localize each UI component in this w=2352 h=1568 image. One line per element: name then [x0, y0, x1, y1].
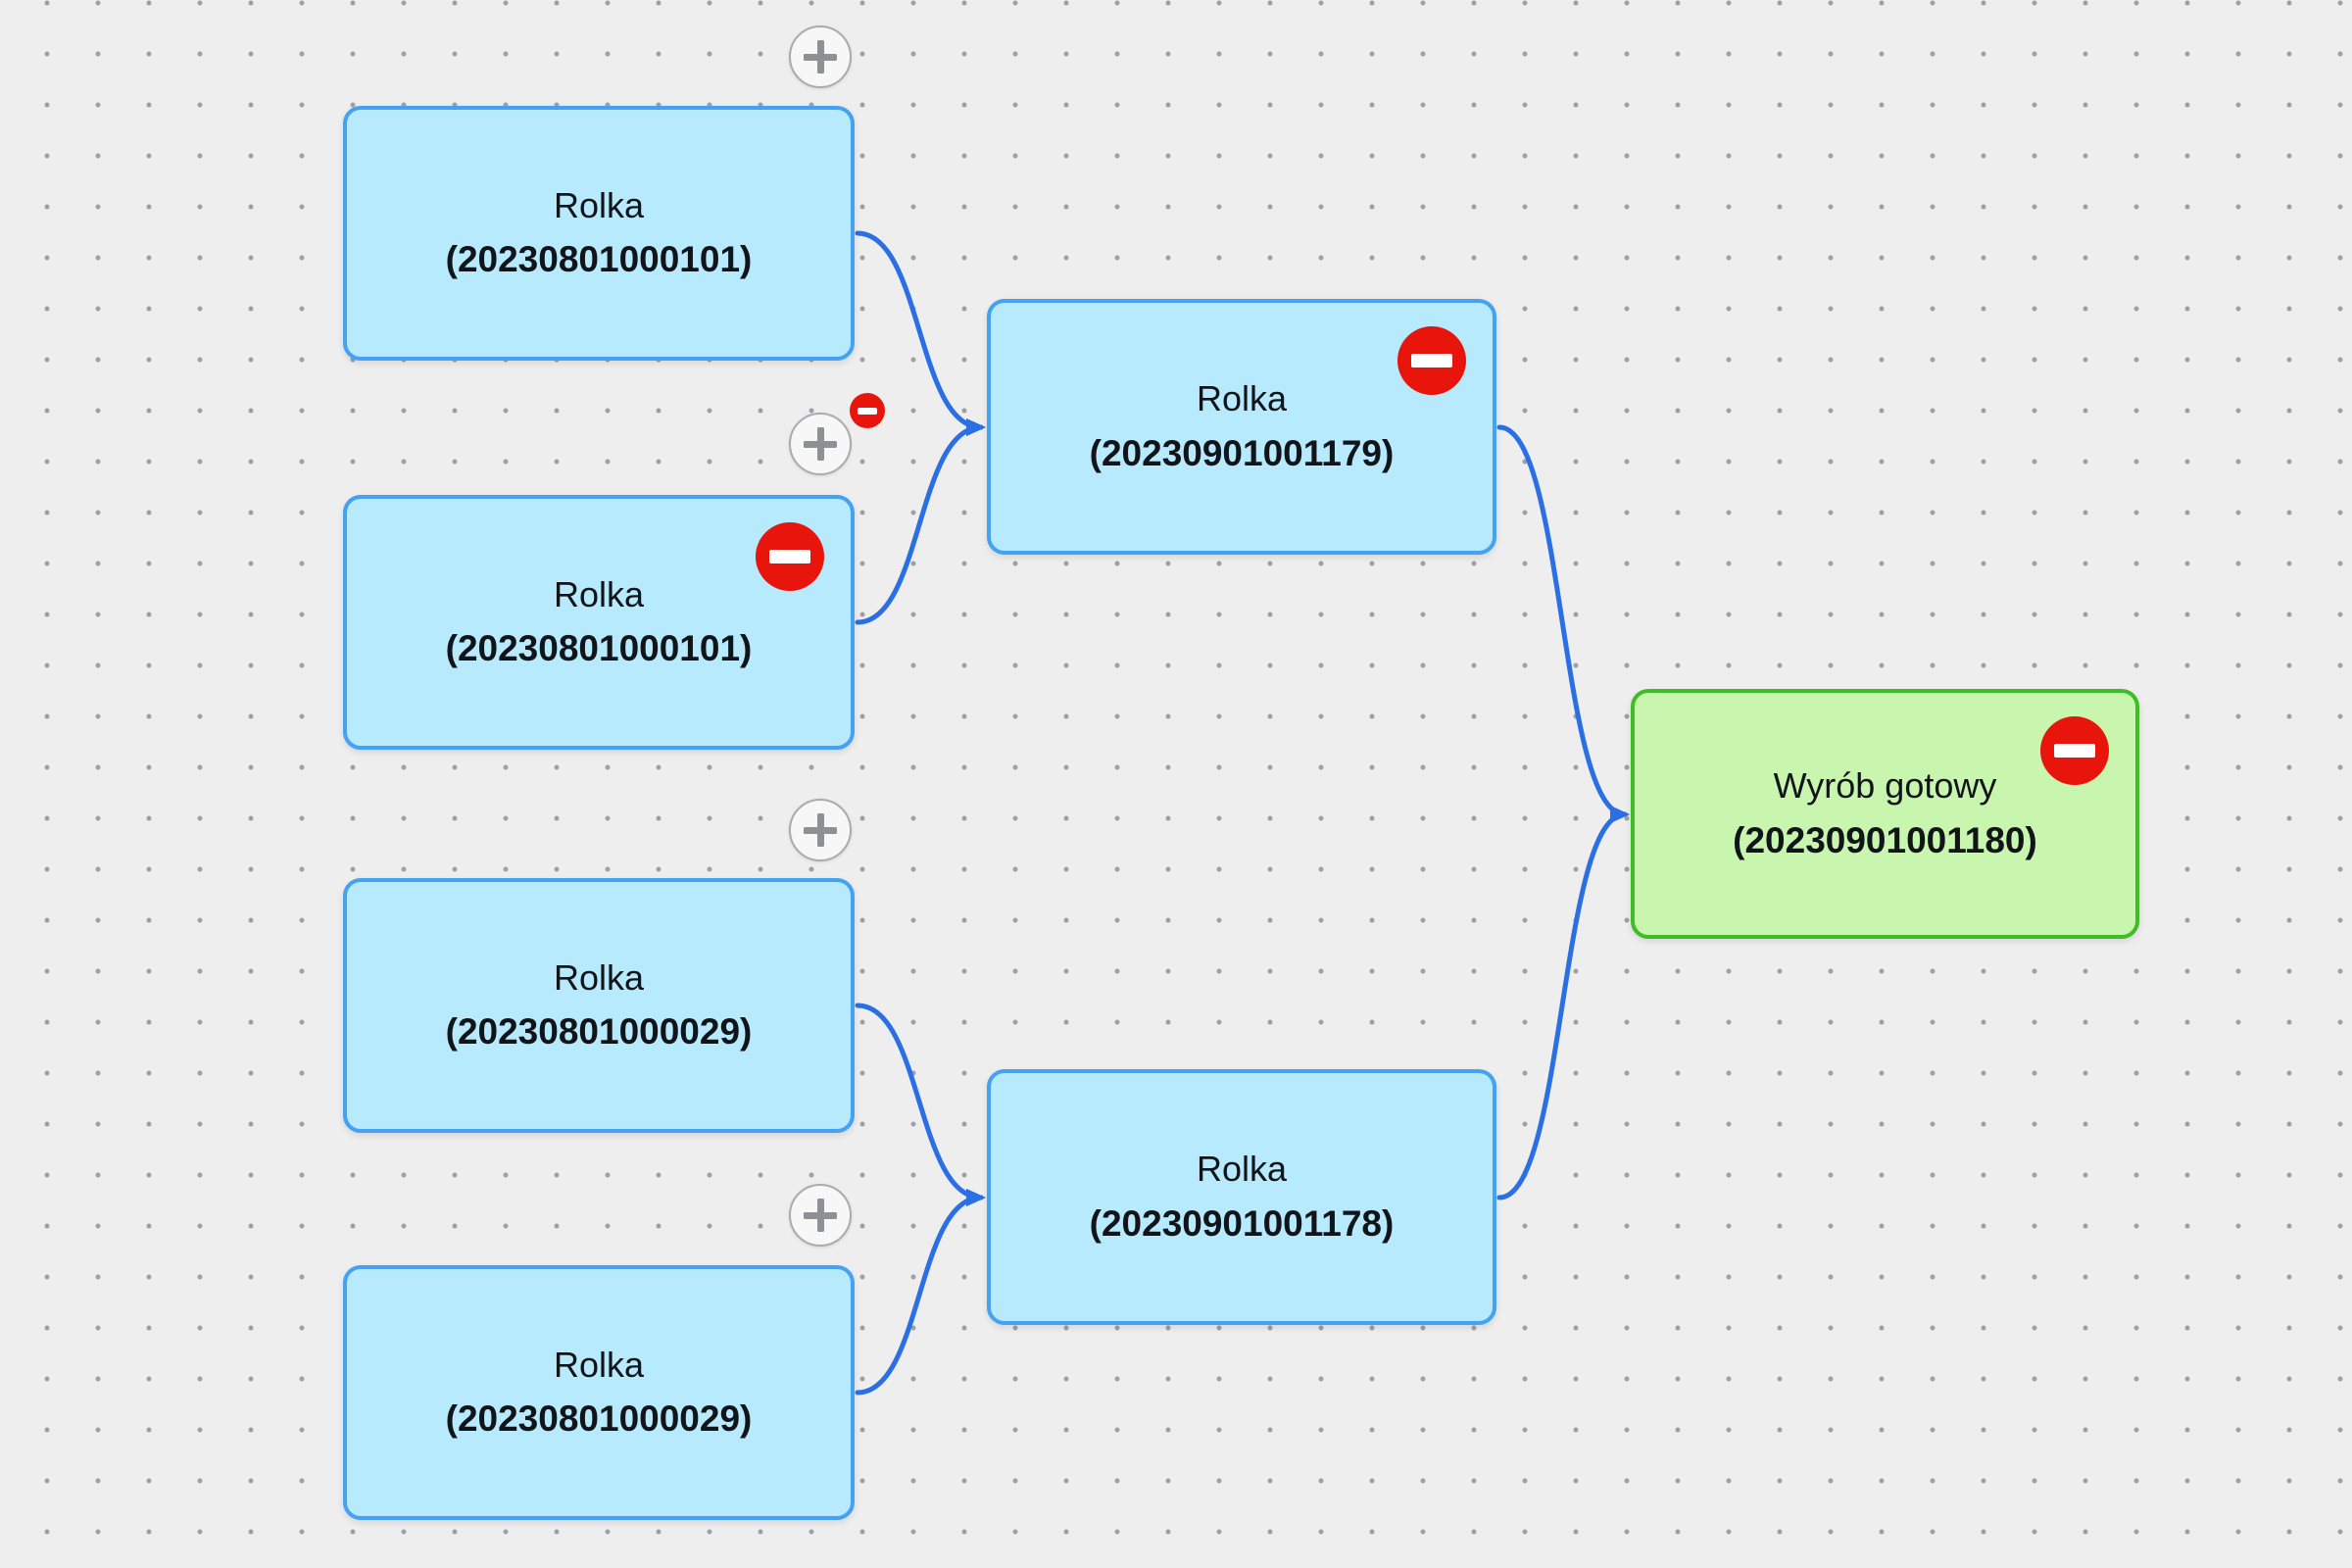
add-node-button-1[interactable] [789, 25, 852, 88]
plus-icon-bar-v [816, 813, 824, 847]
minus-badge-icon [850, 393, 885, 428]
no-entry-bar [769, 550, 810, 564]
edges-group [855, 230, 1630, 1396]
plus-icon [791, 27, 850, 86]
node-title: Rolka [553, 956, 645, 998]
node-code: (20230901001179) [1089, 432, 1395, 473]
node-title: Rolka [553, 1344, 645, 1385]
node-title: Rolka [1196, 378, 1288, 419]
graph-node-2[interactable]: Rolka (20230801000101) [343, 495, 855, 750]
graph-node-5[interactable]: Rolka (20230901001179) [987, 299, 1496, 555]
node-code: (20230901001178) [1089, 1202, 1395, 1244]
graph-node-7[interactable]: Wyrób gotowy (20230901001180) [1631, 689, 2139, 939]
add-node-button-3[interactable] [789, 799, 852, 861]
plus-icon [791, 801, 850, 859]
graph-node-4[interactable]: Rolka (20230801000029) [343, 1265, 855, 1520]
plus-icon [791, 1186, 850, 1245]
node-title: Wyrób gotowy [1773, 765, 1997, 807]
no-entry-bar [1411, 354, 1452, 368]
node-title: Rolka [553, 573, 645, 614]
graph-node-6[interactable]: Rolka (20230901001178) [987, 1069, 1496, 1325]
node-code: (20230801000101) [445, 239, 753, 280]
node-code: (20230901001180) [1733, 819, 2037, 860]
graph-node-3[interactable]: Rolka (20230801000029) [343, 878, 855, 1133]
edge-3 [855, 1003, 986, 1206]
add-node-button-4[interactable] [789, 1184, 852, 1247]
node-title: Rolka [1196, 1149, 1288, 1190]
edge-2 [855, 418, 986, 625]
minus-badge-bar [858, 407, 877, 415]
plus-icon [791, 415, 850, 473]
edge-1 [855, 230, 986, 436]
graph-node-1[interactable]: Rolka (20230801000101) [343, 106, 855, 361]
edge-4 [855, 1189, 986, 1396]
plus-icon-bar-v [816, 40, 824, 74]
add-node-button-2[interactable] [789, 393, 885, 475]
edge-6 [1496, 806, 1630, 1200]
plus-icon-bar-v [816, 427, 824, 461]
node-code: (20230801000029) [445, 1398, 753, 1440]
node-code: (20230801000029) [445, 1011, 753, 1053]
node-code: (20230801000101) [445, 628, 753, 669]
plus-icon-bar-v [816, 1199, 824, 1232]
node-title: Rolka [553, 184, 645, 225]
no-entry-icon[interactable] [756, 522, 824, 591]
no-entry-icon[interactable] [2040, 716, 2109, 785]
edge-5 [1496, 424, 1630, 823]
no-entry-icon[interactable] [1397, 326, 1466, 395]
no-entry-bar [2054, 744, 2095, 758]
